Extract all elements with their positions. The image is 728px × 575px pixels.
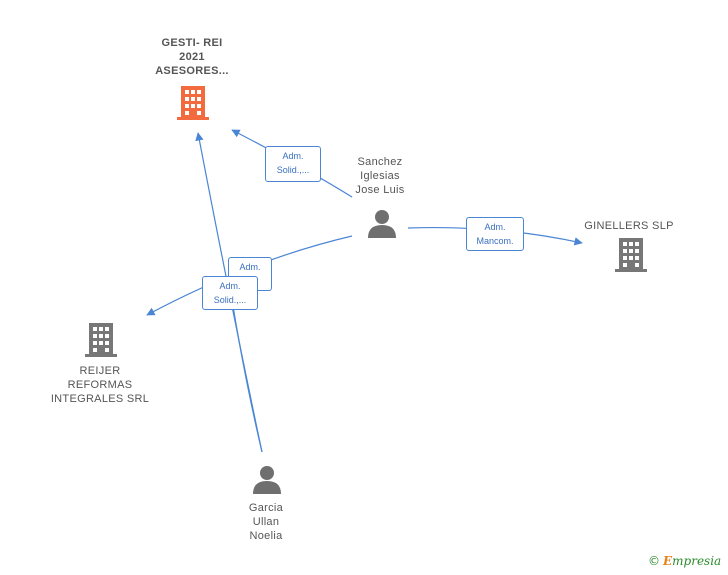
edge-label-line1: Adm. bbox=[239, 262, 261, 272]
node-gesti-line3: ASESORES... bbox=[155, 65, 229, 77]
node-garcia-label[interactable]: Garcia Ullan Noelia bbox=[226, 501, 306, 543]
node-sanchez-line1: Sanchez bbox=[357, 156, 403, 168]
edge-garcia-reijer bbox=[231, 299, 263, 453]
node-reijer-line3: INTEGRALES SRL bbox=[50, 393, 150, 405]
edge-label-sanchez-ginellers[interactable]: Adm. Mancom. bbox=[466, 217, 524, 251]
edge-label-line2: Solid.,... bbox=[213, 295, 247, 305]
edge-label-line2: Mancom. bbox=[476, 236, 514, 246]
node-reijer-line2: REFORMAS bbox=[67, 379, 133, 391]
edge-label-line1: Adm. bbox=[484, 222, 506, 232]
node-reijer-line1: REIJER bbox=[79, 365, 121, 377]
edge-label-garcia-reijer[interactable]: Adm. Solid.,... bbox=[202, 276, 258, 310]
node-ginellers-label[interactable]: GINELLERS SLP bbox=[570, 219, 688, 233]
edge-label-sanchez-gesti[interactable]: Adm. Solid.,... bbox=[265, 146, 321, 182]
node-reijer-label[interactable]: REIJER REFORMAS INTEGRALES SRL bbox=[40, 364, 160, 406]
copyright-icon: © bbox=[648, 554, 660, 568]
building-icon[interactable] bbox=[85, 323, 117, 357]
node-ginellers-line1: GINELLERS SLP bbox=[584, 220, 674, 232]
node-garcia-line2: Ullan bbox=[252, 516, 280, 528]
person-icon[interactable] bbox=[367, 209, 397, 239]
node-garcia-line3: Noelia bbox=[249, 530, 283, 542]
edge-label-line2: Solid.,... bbox=[276, 165, 310, 175]
node-gesti-line2: 2021 bbox=[179, 51, 205, 63]
building-icon[interactable] bbox=[615, 238, 647, 272]
node-sanchez-line2: Iglesias bbox=[360, 170, 400, 182]
edge-label-line1: Adm. bbox=[219, 281, 241, 291]
node-gesti-label[interactable]: GESTI- REI 2021 ASESORES... bbox=[130, 36, 254, 78]
brand-name: mpresia bbox=[672, 554, 722, 568]
node-sanchez-line3: Jose Luis bbox=[355, 184, 405, 196]
building-icon[interactable] bbox=[177, 86, 209, 120]
node-sanchez-label[interactable]: Sanchez Iglesias Jose Luis bbox=[330, 155, 430, 197]
person-icon[interactable] bbox=[252, 465, 282, 495]
edge-label-line1: Adm. bbox=[282, 151, 304, 161]
node-gesti-line1: GESTI- REI bbox=[161, 37, 223, 49]
node-garcia-line1: Garcia bbox=[248, 502, 284, 514]
brand-initial: E bbox=[663, 554, 673, 568]
empresia-logo: ©Empresia bbox=[648, 554, 721, 568]
